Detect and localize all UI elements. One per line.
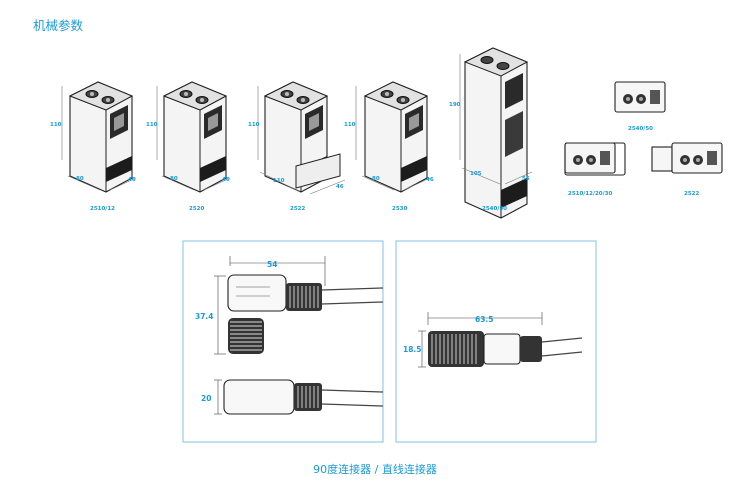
panel-label: 2510/12/20/30	[568, 191, 612, 197]
connector-straight-panel: 63.5 18.5	[395, 240, 597, 443]
height-dim: 110	[344, 122, 356, 128]
connector-90-panel: 54 37.4	[182, 240, 384, 443]
depth-dim: 46	[128, 177, 136, 183]
panel-view-2510-12-20-30: 2510/12/20/30	[564, 142, 626, 197]
product-2530: 110 80 46 2530	[344, 81, 434, 212]
width-dim: 80	[372, 176, 380, 182]
diameter-dim: 20	[201, 394, 211, 403]
width-dim: 110	[273, 178, 285, 184]
product-2540-50: 190 105 55 2540/50	[449, 47, 533, 219]
figure-caption: 90度连接器 / 直线连接器	[313, 463, 437, 476]
panel-label: 2540/50	[628, 126, 653, 132]
diameter-dim: 18.5	[403, 345, 422, 354]
model-label: 2522	[290, 206, 305, 212]
model-label: 2520	[189, 206, 204, 212]
product-2520: 110 80 46 2520	[146, 81, 231, 212]
depth-dim: 46	[426, 177, 434, 183]
model-label: 2510/12	[90, 206, 115, 212]
height-dim: 37.4	[195, 312, 214, 321]
length-dim: 54	[267, 260, 277, 269]
page-title: 机械参数	[33, 18, 84, 33]
depth-dim: 55	[522, 176, 530, 182]
height-dim: 190	[449, 102, 461, 108]
length-dim: 63.5	[475, 315, 494, 324]
product-2522: 110 110 46 2522	[248, 81, 346, 212]
panel-view-2540-50: 2540/50	[614, 81, 666, 132]
width-dim: 105	[470, 171, 482, 177]
width-dim: 80	[170, 176, 178, 182]
depth-dim: 46	[336, 184, 344, 190]
width-dim: 80	[76, 176, 84, 182]
model-label: 2540/50	[482, 206, 507, 212]
model-label: 2530	[392, 206, 407, 212]
panel-label: 2522	[684, 191, 699, 197]
panel-view-2522: 2522	[651, 142, 723, 197]
height-dim: 110	[146, 122, 158, 128]
height-dim: 110	[50, 122, 62, 128]
height-dim: 110	[248, 122, 260, 128]
product-2510-12: 110 80 46 2510/12	[50, 81, 137, 212]
depth-dim: 46	[222, 177, 230, 183]
